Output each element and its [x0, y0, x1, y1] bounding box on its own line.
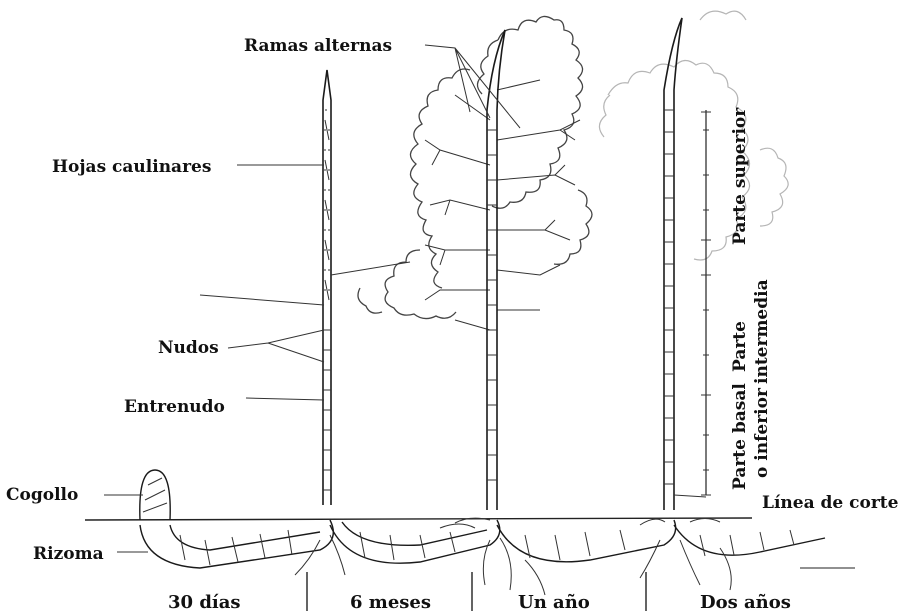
label-linea-de-corte: Línea de corte — [762, 493, 899, 513]
culm-seis-meses — [487, 30, 505, 510]
label-rizoma: Rizoma — [33, 544, 104, 564]
foliage-un-ano — [477, 16, 592, 264]
label-hojas-caulinares: Hojas caulinares — [52, 157, 211, 177]
stage-label-6-meses: 6 meses — [350, 592, 431, 611]
stage-label-dos-anos: Dos años — [700, 592, 791, 611]
label-parte-basal-2: o inferior — [752, 387, 772, 478]
label-nudos: Nudos — [158, 338, 219, 358]
label-parte-basal-1: Parte basal — [730, 383, 750, 490]
foliage-dos-anos — [599, 11, 788, 260]
stage-label-30-dias: 30 días — [168, 592, 241, 611]
foliage-seis-meses — [358, 69, 470, 319]
culm-dos-anos — [664, 18, 682, 510]
label-entrenudo: Entrenudo — [124, 397, 225, 417]
rhizome-system — [140, 470, 825, 595]
branches-un-ano — [425, 95, 490, 330]
label-ramas-alternas: Ramas alternas — [244, 36, 392, 56]
label-cogollo: Cogollo — [6, 485, 78, 505]
leader-lines — [104, 45, 706, 552]
label-parte-intermedia-2: intermedia — [752, 279, 772, 384]
culm-30-dias — [323, 70, 331, 505]
label-parte-superior: Parte superior — [730, 107, 750, 245]
stage-label-un-ano: Un año — [518, 592, 590, 611]
height-scale-bar — [701, 110, 711, 495]
label-parte-intermedia-1: Parte — [730, 321, 750, 372]
